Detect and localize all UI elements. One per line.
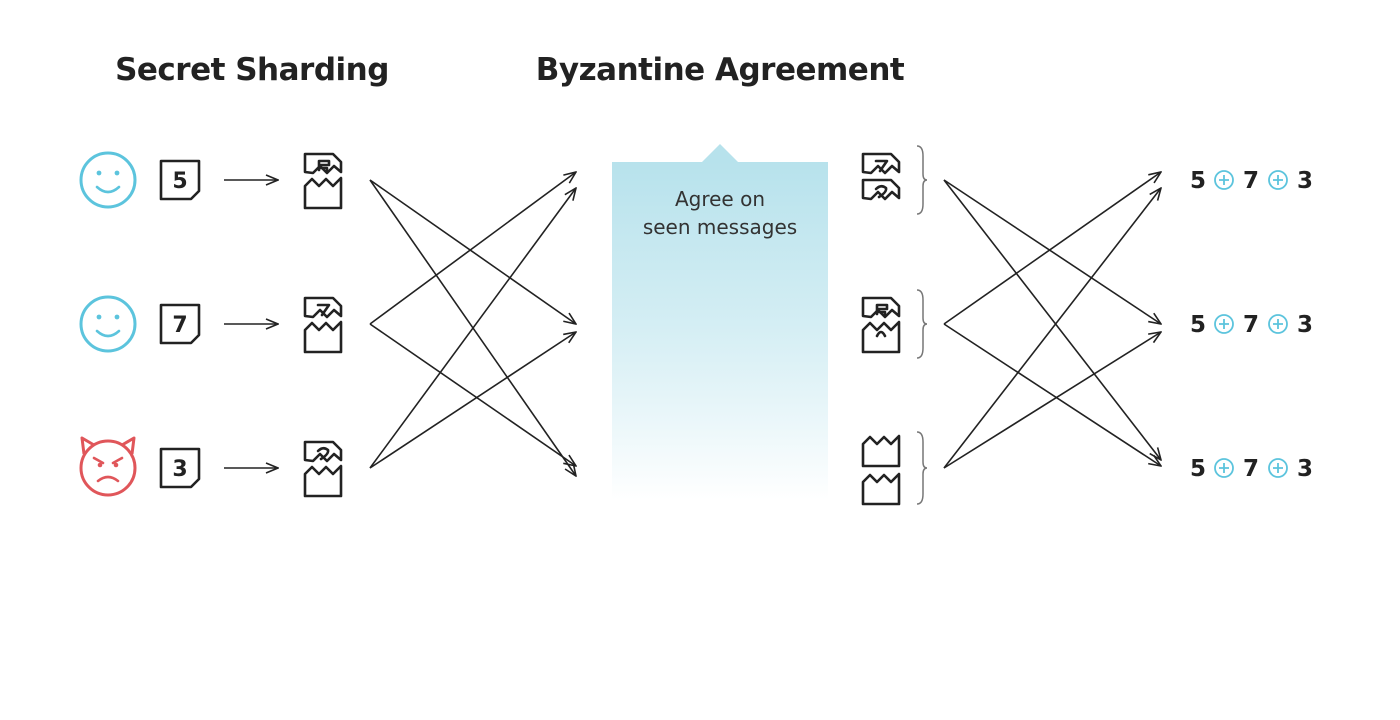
reconstruction-arrows — [943, 172, 1161, 469]
smile-face-icon — [79, 151, 137, 209]
result-value-a: 5 — [1190, 168, 1206, 194]
xor-plus-icon — [1268, 458, 1288, 478]
agreement-box: Agree on seen messages — [612, 144, 828, 500]
split-shares-icon — [303, 296, 343, 354]
xor-plus-icon — [1268, 314, 1288, 334]
xor-plus-icon — [1214, 314, 1234, 334]
received-shares-row-2 — [861, 289, 928, 359]
secret-card-value: 7 — [172, 313, 187, 338]
xor-plus-icon — [1214, 458, 1234, 478]
smile-face-icon — [79, 295, 137, 353]
secret-card: 7 — [159, 303, 201, 345]
byzantine-agreement-title: Byzantine Agreement — [536, 52, 905, 88]
group-brace — [916, 145, 928, 215]
result-value-b: 7 — [1243, 456, 1259, 482]
share-distribution-arrows — [369, 172, 576, 476]
reconstructed-result-2: 5 7 3 — [1190, 312, 1313, 338]
participant-row-3: 3 — [79, 436, 343, 498]
split-shares-icon — [303, 440, 343, 498]
result-value-a: 5 — [1190, 456, 1206, 482]
received-shares-row-1 — [861, 145, 928, 215]
participant-row-2: 7 — [79, 295, 343, 354]
result-value-c: 3 — [1297, 168, 1313, 194]
group-brace — [916, 431, 928, 505]
xor-plus-icon — [1268, 170, 1288, 190]
participant-row-1: 5 — [79, 151, 343, 210]
result-value-b: 7 — [1243, 168, 1259, 194]
split-shares-icon — [303, 152, 343, 210]
xor-plus-icon — [1214, 170, 1234, 190]
result-value-a: 5 — [1190, 312, 1206, 338]
secret-card: 3 — [159, 447, 201, 489]
agreement-label-line2: seen messages — [643, 215, 797, 239]
reconstructed-result-1: 5 7 3 — [1190, 168, 1313, 194]
reconstructed-result-3: 5 7 3 — [1190, 456, 1313, 482]
secret-sharding-title: Secret Sharding — [115, 52, 389, 88]
result-value-b: 7 — [1243, 312, 1259, 338]
result-value-c: 3 — [1297, 456, 1313, 482]
devil-face-icon — [79, 436, 137, 497]
secret-card-value: 5 — [172, 169, 187, 194]
result-value-c: 3 — [1297, 312, 1313, 338]
secret-card-value: 3 — [172, 457, 187, 482]
agreement-label-line1: Agree on — [675, 187, 765, 211]
received-shares-row-3 — [861, 431, 928, 506]
secret-card: 5 — [159, 159, 201, 201]
group-brace — [916, 289, 928, 359]
